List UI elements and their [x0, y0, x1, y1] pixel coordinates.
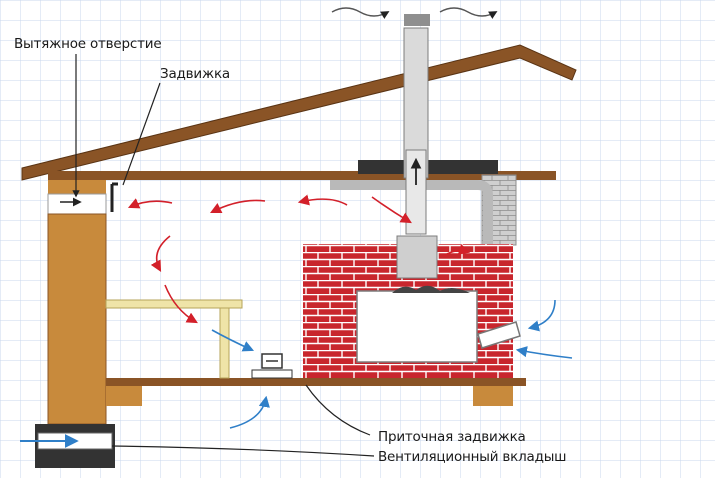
- damper: [110, 182, 118, 212]
- floor: [106, 378, 526, 406]
- hot-air-arrows: [127, 194, 471, 324]
- ceiling-beam: [48, 171, 556, 180]
- left-wall: [47, 213, 107, 425]
- chimney-cap: [404, 14, 430, 26]
- smoke-wave-arrow: [439, 7, 498, 19]
- bench: [105, 299, 243, 379]
- roof: [21, 44, 577, 181]
- firebox-door: [477, 321, 521, 349]
- convection-pipe: [330, 180, 493, 245]
- fresh-air-arrows: [211, 299, 573, 429]
- chimney: [358, 14, 498, 279]
- exhaust-hole: [47, 180, 107, 215]
- smoke-wave-arrow: [331, 7, 390, 19]
- label-exhaust-hole: Вытяжное отверстие: [14, 36, 162, 52]
- stones: [392, 285, 470, 293]
- label-supply-damper: Приточная задвижка: [378, 429, 526, 445]
- stove-body: [356, 290, 478, 363]
- label-vent-insert: Вентиляционный вкладыш: [378, 449, 567, 465]
- supply-damper: [251, 353, 293, 379]
- leader-lines: [72, 54, 375, 457]
- label-damper: Задвижка: [160, 66, 230, 82]
